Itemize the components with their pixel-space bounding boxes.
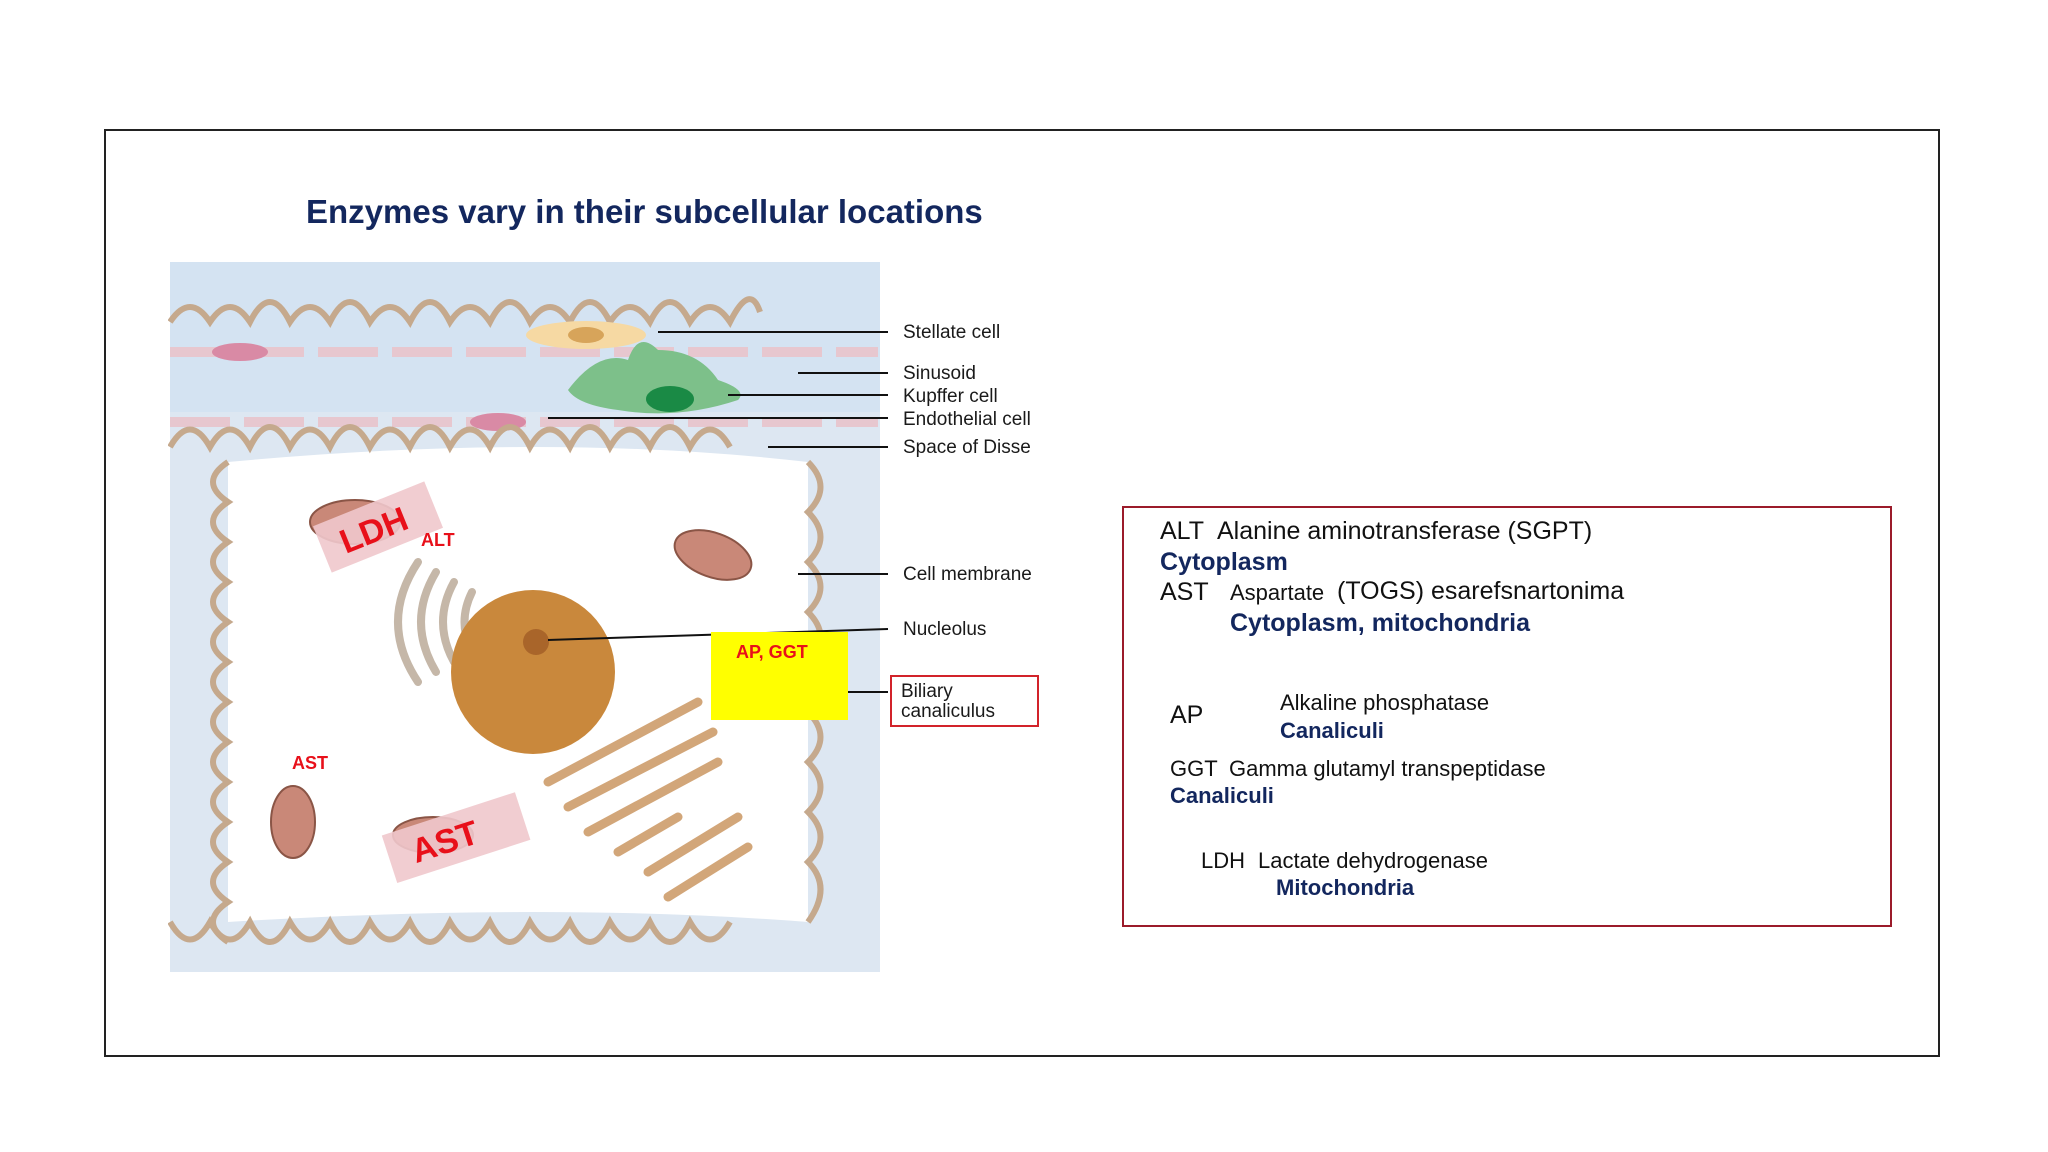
nucleolus [523,629,549,655]
label-nucleolus: Nucleolus [903,619,986,640]
ast-location: Cytoplasm, mitochondria [1230,609,1531,637]
ggt-abbr: GGT [1170,756,1218,781]
mitochondrion [673,529,753,581]
label-kupffer-cell: Kupffer cell [903,386,998,407]
biliary-canaliculus-box [890,675,1039,727]
ldh-abbr: LDH [1201,848,1246,873]
nucleus [451,590,615,754]
enzyme-location-box: ALT Alanine aminotransferase (SGPT) Cyto… [1122,506,1892,927]
kupffer-cell-nucleus [646,386,694,412]
label-space-of-disse: Space of Disse [903,437,1031,458]
left-cell-membrane [210,459,234,945]
ast-abbr: AST [1160,578,1209,606]
ggt-name: Gamma glutamyl transpeptidase [1229,756,1546,781]
label-ap-ggt: AP, GGT [736,642,808,662]
ggt-location: Canaliculi [1170,783,1274,808]
ldh-location: Mitochondria [1276,875,1415,900]
label-pointers [548,331,888,693]
ap-abbr: AP [1170,701,1204,729]
label-alt: ALT [421,530,455,550]
label-cell-membrane: Cell membrane [903,564,1032,585]
ap-location: Canaliculi [1280,718,1384,743]
rough-er [543,697,753,902]
ast-name-rest: (TOGS) esarefsnartonima [1337,577,1625,605]
disse-microvilli [168,424,733,454]
stellate-cell-nucleus [568,327,604,343]
label-ast-small: AST [292,753,328,773]
label-sinusoid: Sinusoid [903,363,976,384]
endothelial-nucleus [212,343,268,361]
kupffer-cell [568,342,741,414]
liver-cell-diagram: Stellate cell Sinusoid Kupffer cell Endo… [168,262,1088,972]
mitochondrion [270,785,316,859]
label-biliary-canaliculus: Biliary canaliculus [901,681,995,722]
alt-location: Cytoplasm [1160,548,1288,576]
label-stellate-cell: Stellate cell [903,322,1000,343]
ldh-name: Lactate dehydrogenase [1258,848,1488,873]
alt-abbr: ALT [1160,517,1204,545]
slide-title: Enzymes vary in their subcellular locati… [306,193,983,230]
slide-frame [104,129,1940,1057]
ap-name: Alkaline phosphatase [1280,690,1490,715]
alt-name: Alanine aminotransferase (SGPT) [1217,517,1593,545]
top-microvilli [168,296,763,328]
ast-name-prefix: Aspartate [1230,580,1325,605]
ap-ggt-highlight [711,632,848,720]
bottom-microvilli [168,915,733,945]
label-endothelial-cell: Endothelial cell [903,409,1031,430]
